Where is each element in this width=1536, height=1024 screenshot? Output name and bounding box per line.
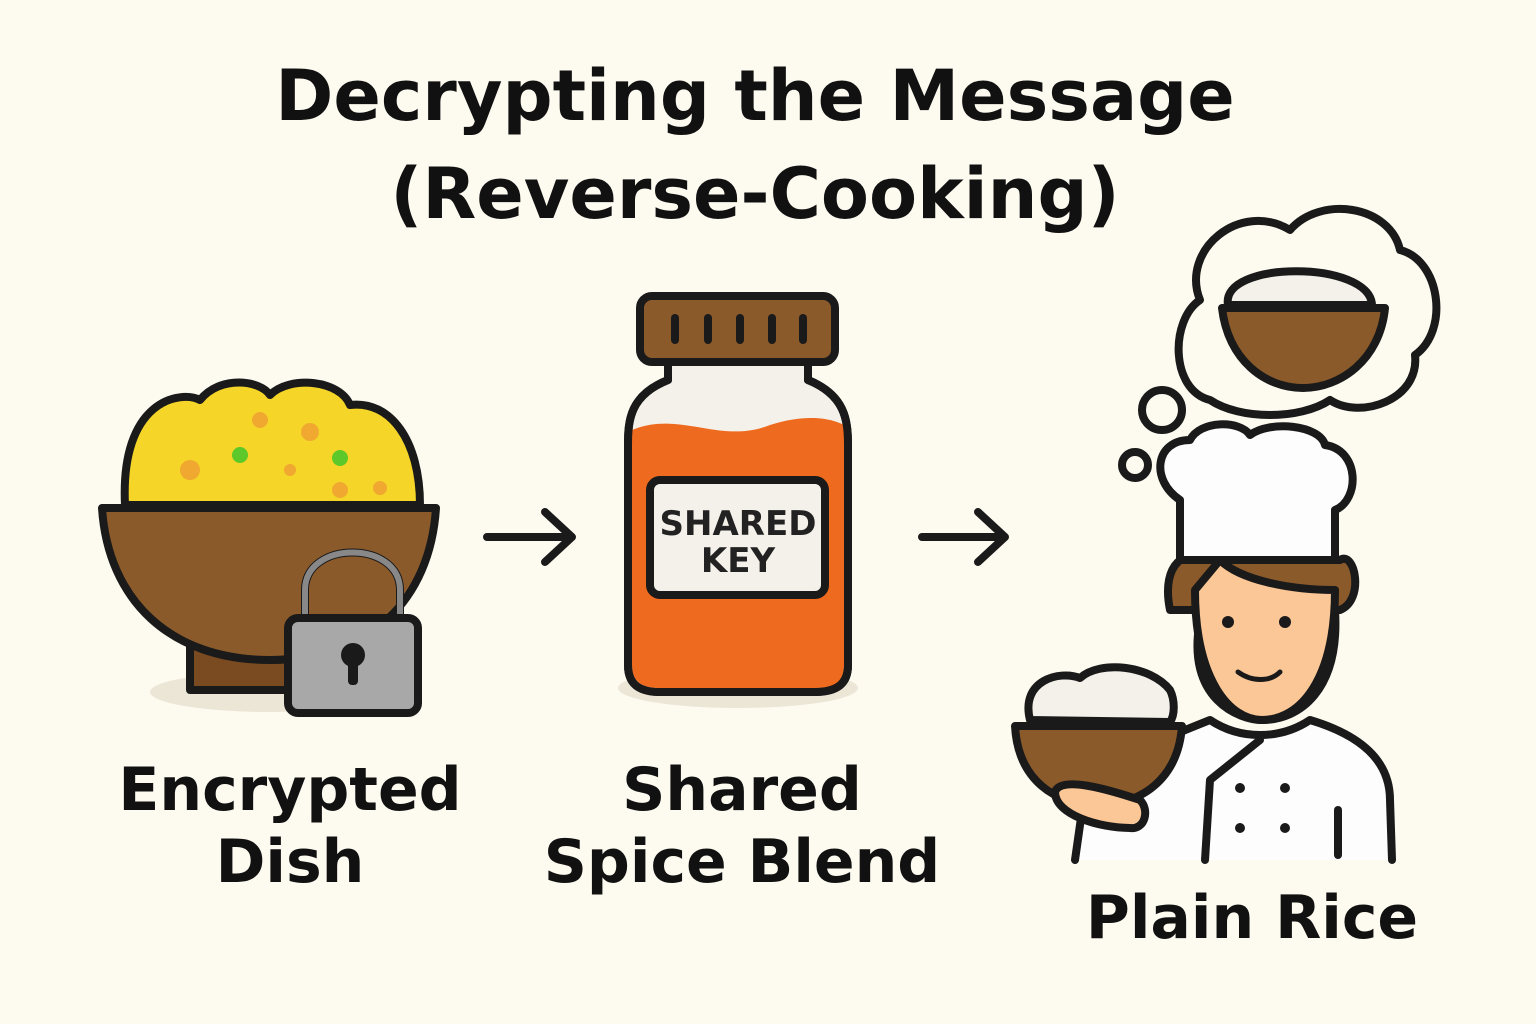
arrow-right-icon <box>483 508 576 566</box>
step-3-label: Plain Rice <box>1086 883 1418 953</box>
chef-icon <box>1011 205 1441 864</box>
jar-label-line-2: KEY <box>701 541 776 581</box>
title-line-1: Decrypting the Message <box>275 55 1235 137</box>
step-1-label-line-2: Dish <box>216 827 365 897</box>
title-line-2: (Reverse-Cooking) <box>390 153 1119 235</box>
step-2-label-line-1: Shared <box>622 755 862 825</box>
arrow-right-icon <box>918 508 1009 566</box>
step-2-label-line-2: Spice Blend <box>544 827 941 897</box>
spice-jar-icon: SHARED KEY <box>618 292 858 708</box>
jar-label-line-1: SHARED <box>660 504 817 544</box>
locked-bowl-icon <box>98 378 440 717</box>
step-1-label-line-1: Encrypted <box>118 755 461 825</box>
